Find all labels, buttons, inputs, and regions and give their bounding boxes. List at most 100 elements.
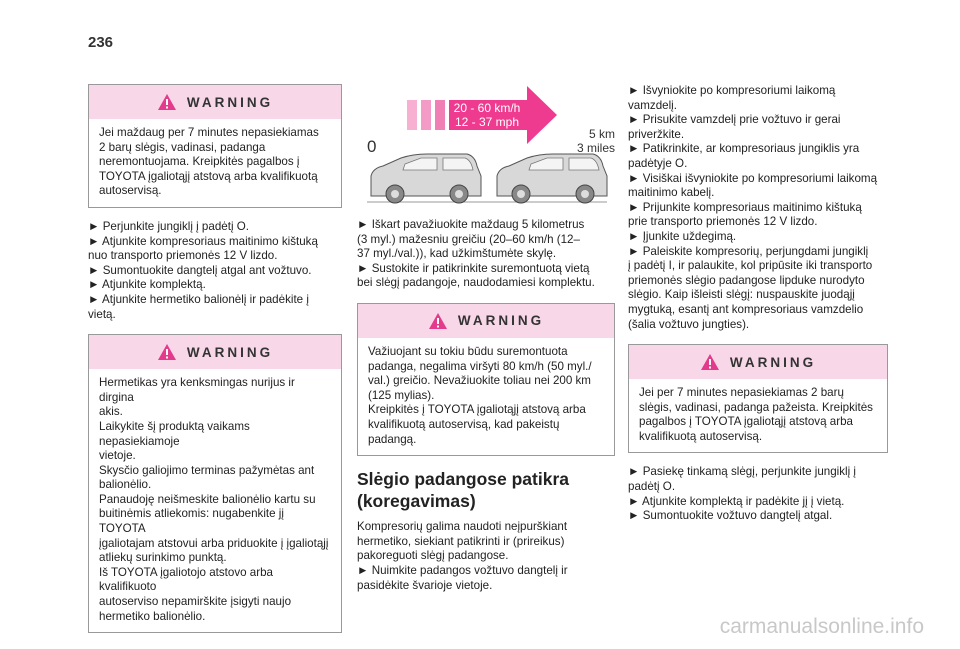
step-line: ► Išvyniokite po kompresoriumi laikomą xyxy=(628,84,836,97)
warning-title: WARNING xyxy=(186,94,274,110)
text-line: slėgis, vadinasi, padanga pažeista. Krei… xyxy=(639,400,873,414)
intro-block: Kompresorių galima naudoti neįpurškiant … xyxy=(357,520,615,593)
step-line: pasidėkite švarioje vietoje. xyxy=(357,578,493,592)
page-number: 236 xyxy=(88,34,114,51)
step-line: ► Įjunkite uždegimą. xyxy=(628,229,737,243)
speed-kmh-label: 20 - 60 km/h xyxy=(453,101,521,115)
text-line: atliekų surinkimo punktą. xyxy=(99,551,227,565)
text-line: pakoreguoti slėgį padangose. xyxy=(357,549,509,563)
step-line: maitinimo kabelį. xyxy=(628,186,715,200)
column-3: ► Išvyniokite po kompresoriumi laikomą v… xyxy=(628,84,888,536)
step-line: padėtį O. xyxy=(628,480,676,494)
warning-header: WARNING xyxy=(89,85,341,119)
text-line: pagalbos į TOYOTA įgaliotąjį atstovą arb… xyxy=(639,415,853,429)
step-line: ► Sumontuokite vožtuvo dangtelį atgal. xyxy=(628,509,833,523)
section-title-line: Slėgio padangose patikra xyxy=(357,469,569,490)
text-line: vietoje. xyxy=(99,449,136,463)
step-line: priemonės slėgio padangose lipduke nurod… xyxy=(628,273,865,287)
steps-block-2: ► Iškart pavažiuokite maždaug 5 kilometr… xyxy=(357,218,615,291)
step-line: prie transporto priemonės 12 V lizdo. xyxy=(628,215,818,229)
text-line: autoserviso nepamirškite įsigyti naujo xyxy=(99,595,292,609)
step-line: priveržkite. xyxy=(628,127,685,141)
warning-triangle-icon xyxy=(428,312,447,329)
text-line: kvalifikuotą autoservisą. xyxy=(639,429,763,443)
distance-km-label: 5 km xyxy=(588,127,615,141)
text-line: hermetiko balionėlio. xyxy=(99,609,206,623)
car-end-icon xyxy=(496,153,608,204)
text-line: (125 mylias). xyxy=(368,388,435,402)
warning-triangle-icon xyxy=(157,344,176,361)
step-line: mygtuką, esantį ant kompresoriaus vamzde… xyxy=(628,302,864,316)
car-start-icon xyxy=(370,153,482,204)
step-line: ► Pasiekę tinkamą slėgį, perjunkite jung… xyxy=(628,465,856,479)
column-1: WARNING Jei maždaug per 7 minutes nepasi… xyxy=(88,84,342,645)
step-line: ► Atjunkite komplektą ir padėkite jį į v… xyxy=(628,494,845,508)
text-line: hermetiko, siekiant patikrinti ir (prire… xyxy=(357,534,565,548)
warning-box-1: WARNING Jei maždaug per 7 minutes nepasi… xyxy=(88,84,342,208)
text-line: neremontuojama. Kreipkitės pagalbos į xyxy=(99,155,300,169)
steps-block-1: ► Perjunkite jungiklį į padėtį O. ► Atju… xyxy=(88,220,342,322)
steps-block-3: ► Išvyniokite po kompresoriumi laikomą v… xyxy=(628,84,888,332)
step-line: vamzdelį. xyxy=(628,98,677,112)
text-line: buitinėmis atliekomis: nugabenkite jį TO… xyxy=(99,507,284,536)
text-line: Jei maždaug per 7 minutes nepasiekiamas xyxy=(99,126,319,139)
warning-box-3: WARNING Važiuojant su tokiu būdu suremon… xyxy=(357,302,615,457)
warning-title: WARNING xyxy=(457,313,545,329)
warning-box-2: WARNING Hermetikas yra kenksmingas nurij… xyxy=(88,334,342,634)
text-line: Skysčio galiojimo terminas pažymėtas ant xyxy=(99,463,315,477)
step-line: į padėtį I, ir palaukite, kol pripūsite … xyxy=(628,259,873,273)
text-line: padangą. xyxy=(368,432,417,446)
section-title-line: (koregavimas) xyxy=(357,491,476,512)
text-line: įgaliotajam atstovui arba priduokite į į… xyxy=(99,536,329,550)
step-line: ► Iškart pavažiuokite maždaug 5 kilometr… xyxy=(357,218,585,231)
step-line: vietą. xyxy=(88,307,116,321)
step-line: padėtyje O. xyxy=(628,156,688,170)
drive-figure: 20 - 60 km/h 12 - 37 mph 0 5 km 3 miles xyxy=(357,84,615,204)
warning-text: Jei maždaug per 7 minutes nepasiekiamas … xyxy=(89,119,341,207)
step-line: ► Visiškai išvyniokite po kompresoriumi … xyxy=(628,171,878,185)
text-line: TOYOTA įgaliotąjį atstovą arba kvalifiku… xyxy=(99,169,318,183)
text-line: Laikykite šį produktą vaikams nepasiekia… xyxy=(99,419,250,448)
text-line: Panaudoję neišmeskite balionėlio kartu s… xyxy=(99,492,316,506)
text-line: akis. xyxy=(99,405,123,419)
warning-title: WARNING xyxy=(186,344,274,360)
step-line: ► Atjunkite komplektą. xyxy=(88,278,206,292)
step-line: ► Sustokite ir patikrinkite suremontuotą… xyxy=(357,261,590,275)
warning-triangle-icon xyxy=(700,354,719,371)
warning-box-4: WARNING Jei per 7 minutes nepasiekiamas … xyxy=(628,344,888,454)
step-line: ► Sumontuokite dangtelį atgal ant vožtuv… xyxy=(88,263,312,277)
speed-mph-label: 12 - 37 mph xyxy=(454,115,520,129)
final-steps-block: ► Pasiekę tinkamą slėgį, perjunkite jung… xyxy=(628,465,888,523)
warning-text: Važiuojant su tokiu būdu suremontuota pa… xyxy=(358,338,614,455)
step-line: slėgio. Kaip išleisti slėgį: nuspauskite… xyxy=(628,288,855,302)
warning-text: Jei per 7 minutes nepasiekiamas 2 barų s… xyxy=(629,379,887,452)
text-line: 2 barų slėgis, vadinasi, padanga xyxy=(99,140,266,154)
text-line: Kompresorių galima naudoti neįpurškiant xyxy=(357,520,568,534)
step-line: (šalia vožtuvo jungties). xyxy=(628,317,750,331)
warning-title: WARNING xyxy=(729,354,817,370)
step-line: ► Patikrinkite, ar kompresoriaus jungikl… xyxy=(628,142,860,156)
warning-header: WARNING xyxy=(629,345,887,380)
text-line: balionėlio. xyxy=(99,478,152,492)
text-line: kvalifikuotą autoservisą, kad pakeistų xyxy=(368,417,560,431)
distance-miles-label: 3 miles xyxy=(576,141,615,155)
warning-header: WARNING xyxy=(358,303,614,338)
step-line: ► Perjunkite jungiklį į padėtį O. xyxy=(88,219,249,233)
text-line: Važiuojant su tokiu būdu suremontuota xyxy=(368,344,568,358)
text-line: padanga, negalima viršyti 80 km/h (50 my… xyxy=(368,359,592,373)
text-line: Hermetikas yra kenksmingas nurijus ir di… xyxy=(99,376,295,404)
step-line: ► Prisukite vamzdelį prie vožtuvo ir ger… xyxy=(628,113,841,127)
step-line: 37 myl./val.)), kad užkimštumėte skylę. xyxy=(357,247,557,261)
step-line: nuo transporto priemonės 12 V lizdo. xyxy=(88,249,278,263)
text-line: autoservisą. xyxy=(99,184,162,198)
warning-header: WARNING xyxy=(89,335,341,370)
warning-text: Hermetikas yra kenksmingas nurijus ir di… xyxy=(89,369,341,632)
step-line: ► Paleiskite kompresorių, perjungdami ju… xyxy=(628,244,869,258)
step-line: ► Nuimkite padangos vožtuvo dangtelį ir xyxy=(357,563,568,577)
step-line: ► Atjunkite kompresoriaus maitinimo kišt… xyxy=(88,234,318,248)
step-line: (3 myl.) mažesniu greičiu (20–60 km/h (1… xyxy=(357,232,580,246)
text-line: val.) greičio. Nevažiuokite toliau nei 2… xyxy=(368,374,591,388)
text-line: Jei per 7 minutes nepasiekiamas 2 barų xyxy=(639,386,844,400)
drive-illustration xyxy=(367,86,608,204)
warning-triangle-icon xyxy=(157,94,176,110)
